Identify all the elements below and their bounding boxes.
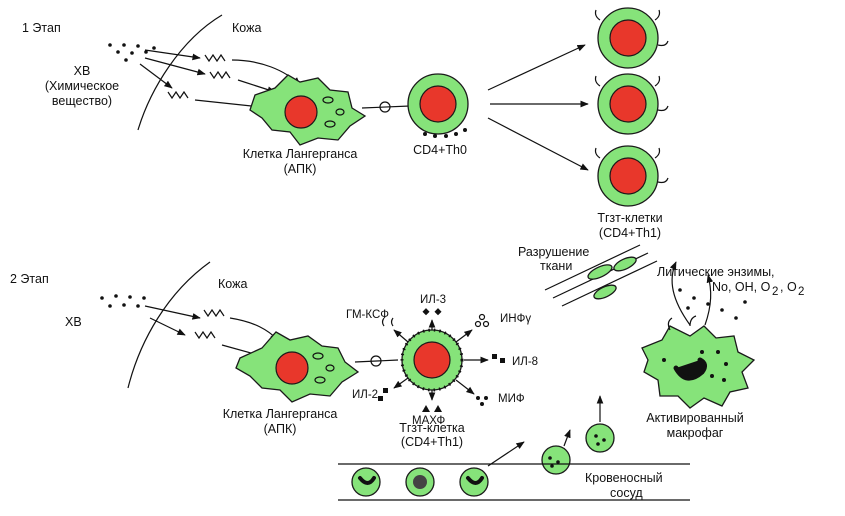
th0-label: CD4+Th0 bbox=[413, 143, 467, 157]
il3-marker bbox=[422, 308, 442, 316]
arrow-mono-1 bbox=[563, 429, 571, 447]
tissue-destruction bbox=[544, 244, 658, 307]
ifn-marker bbox=[474, 313, 490, 328]
mahf-label: МАХФ bbox=[412, 415, 446, 427]
monocyte-migrating-2 bbox=[585, 423, 615, 453]
tcell-label-2: (CD4+Th1) bbox=[401, 435, 463, 449]
il2-label: ИЛ-2 bbox=[352, 389, 378, 401]
arrow-to-lc2-1 bbox=[229, 317, 279, 341]
lc-th0-link bbox=[361, 105, 411, 109]
arrow-th0-to-t3 bbox=[487, 117, 589, 171]
arrow-th0-to-t1 bbox=[487, 44, 586, 91]
arrow-macro-to-enzymes-2 bbox=[704, 274, 714, 326]
lc2-label-1: Клетка Лангерганса bbox=[223, 407, 338, 421]
arrow-hv-3 bbox=[139, 63, 173, 89]
skin-boundary-2 bbox=[127, 261, 211, 389]
skin-boundary-1 bbox=[137, 14, 223, 131]
stage-1-title: 1 Этап bbox=[22, 21, 61, 35]
lc2-label-2: (АПК) bbox=[264, 422, 297, 436]
ifn-label: ИНФγ bbox=[500, 313, 531, 325]
hv-label-stage2: ХВ bbox=[65, 315, 82, 329]
mif-label: МИФ bbox=[498, 393, 525, 405]
hv-label-3: вещество) bbox=[52, 94, 112, 108]
chemical-dots-2 bbox=[100, 294, 146, 308]
mhc-complex-2 bbox=[370, 355, 382, 367]
monocyte-migrating-1 bbox=[541, 445, 571, 475]
hapten-complex-2 bbox=[194, 308, 225, 340]
skin-label-1: Кожа bbox=[232, 21, 261, 35]
stage-1: 1 Этап Кожа ХВ (Химическое вещество) bbox=[22, 7, 669, 240]
mif-marker bbox=[476, 396, 488, 406]
arrow-hv-2 bbox=[144, 57, 206, 76]
mhc-complex-1 bbox=[379, 101, 391, 113]
mahf-marker bbox=[422, 405, 442, 412]
il8-label: ИЛ-8 bbox=[512, 356, 538, 368]
arrow-hv-1 bbox=[144, 49, 201, 61]
th0-cell bbox=[407, 73, 469, 138]
tgzt-label-1: Тгзт-клетки bbox=[597, 211, 662, 225]
macrophage-label-1: Активированный bbox=[646, 411, 743, 425]
arrow-mif bbox=[455, 379, 475, 395]
o2-separator: , O bbox=[780, 280, 797, 294]
arrow-hv2-2 bbox=[149, 317, 186, 336]
tgzt-cell-2 bbox=[594, 73, 669, 135]
lytic-dots bbox=[678, 288, 747, 320]
tcell-label-1: Тгзт-клетка bbox=[399, 421, 465, 435]
arrow-il2 bbox=[393, 377, 409, 389]
il2-marker bbox=[378, 388, 388, 401]
hv-label-1: ХВ bbox=[74, 64, 91, 78]
tgzt-cell-1 bbox=[594, 7, 669, 69]
o2-subscript-2: 2 bbox=[798, 286, 804, 298]
tgzt-label-2: (CD4+Th1) bbox=[599, 226, 661, 240]
arrow-vessel-out bbox=[487, 441, 525, 467]
stage-2-title: 2 Этап bbox=[10, 272, 49, 286]
macrophage-nucleus bbox=[673, 357, 708, 381]
vessel-label-2: сосуд bbox=[610, 486, 643, 500]
hapten-complex-1 bbox=[167, 53, 231, 100]
tgzt-cell-central bbox=[400, 328, 464, 392]
hv-label-2: (Химическое bbox=[45, 79, 119, 93]
chemical-dots-1 bbox=[108, 43, 156, 62]
arrow-hv2-1 bbox=[144, 305, 201, 320]
tgzt-cell-3 bbox=[594, 145, 669, 207]
arrow-macro-to-enzymes-1 bbox=[669, 261, 691, 326]
blood-vessel bbox=[338, 463, 690, 501]
langerhans-cell-2 bbox=[235, 331, 360, 403]
langerhans-nucleus-1 bbox=[284, 95, 318, 129]
lytic-label-2: No, OH, O bbox=[712, 280, 771, 294]
lytic-label-1: Литические энзимы, bbox=[657, 265, 775, 279]
il3-label: ИЛ-3 bbox=[420, 294, 446, 306]
lc2-tcell-link bbox=[354, 359, 399, 363]
skin-label-2: Кожа bbox=[218, 277, 247, 291]
o2-subscript-1: 2 bbox=[772, 286, 778, 298]
gmcsf-label: ГМ-КСФ bbox=[346, 309, 389, 321]
arrow-gmcsf bbox=[393, 329, 409, 343]
macrophage-label-2: макрофаг bbox=[667, 426, 724, 440]
destruction-label-2: ткани bbox=[540, 259, 572, 273]
destruction-label-1: Разрушение bbox=[518, 245, 589, 259]
stage-2: 2 Этап Кожа ХВ Клетка Лангерганса ( bbox=[10, 244, 804, 501]
lc1-label-2: (АПК) bbox=[284, 162, 317, 176]
arrow-ifn bbox=[455, 329, 473, 343]
langerhans-cell-1 bbox=[249, 74, 367, 146]
vessel-label-1: Кровеносный bbox=[585, 471, 663, 485]
lc1-label-1: Клетка Лангерганса bbox=[243, 147, 358, 161]
activated-macrophage bbox=[641, 315, 756, 409]
gmcsf-marker bbox=[381, 317, 394, 327]
il8-marker bbox=[492, 354, 505, 363]
